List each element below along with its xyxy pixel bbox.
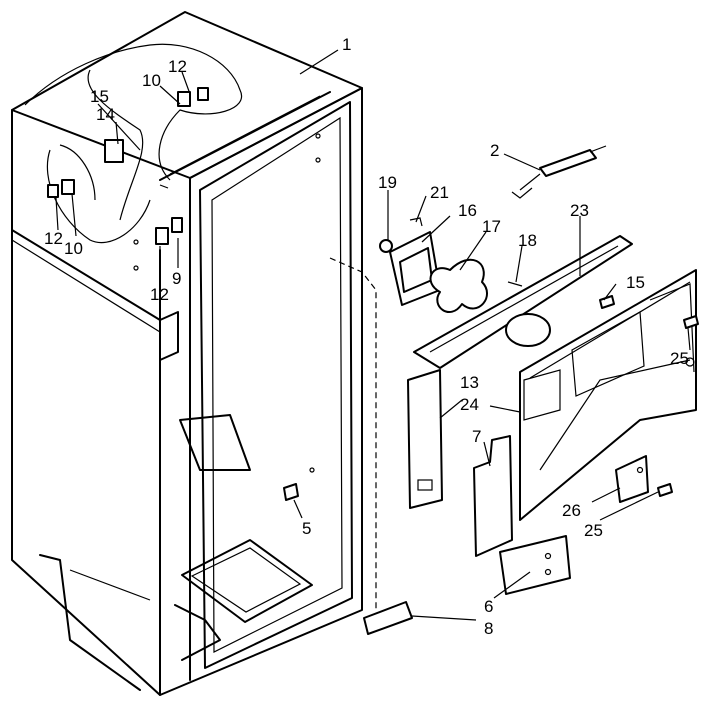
- cabinet-liner: [11, 11, 363, 696]
- callout-2: 2: [490, 141, 499, 160]
- rear-panel: [519, 269, 697, 521]
- callout-16: 16: [458, 201, 477, 220]
- callout-13: 13: [460, 373, 479, 392]
- callout-12-bottom: 12: [150, 285, 169, 304]
- callout-labels: 1 2 5 6 7 8 9 10 10 12 12 12 13 14 15 15…: [44, 35, 689, 638]
- fan-motor-assembly: [379, 217, 523, 313]
- callout-10-top: 10: [142, 71, 161, 90]
- leader-lines: [55, 49, 691, 621]
- callout-25-top: 25: [670, 349, 689, 368]
- callout-6: 6: [484, 597, 493, 616]
- callout-23: 23: [570, 201, 589, 220]
- callout-12-left: 12: [44, 229, 63, 248]
- callout-15-right: 15: [626, 273, 645, 292]
- callout-14: 14: [96, 105, 115, 124]
- callout-18: 18: [518, 231, 537, 250]
- callout-1: 1: [342, 35, 351, 54]
- air-duct-assembly: [413, 235, 633, 369]
- wire-harness-part: [511, 145, 607, 199]
- callout-21: 21: [430, 183, 449, 202]
- callout-25-bottom: 25: [584, 521, 603, 540]
- callout-10-left: 10: [64, 239, 83, 258]
- callout-12-top: 12: [168, 57, 187, 76]
- callout-26: 26: [562, 501, 581, 520]
- callout-17: 17: [482, 217, 501, 236]
- callout-24: 24: [460, 395, 479, 414]
- brackets: [363, 295, 699, 635]
- callout-19: 19: [378, 173, 397, 192]
- callout-7: 7: [472, 427, 481, 446]
- callout-15-left: 15: [90, 87, 109, 106]
- callout-5: 5: [302, 519, 311, 538]
- callout-8: 8: [484, 619, 493, 638]
- assembly-guide-line: [329, 257, 377, 610]
- callout-9: 9: [172, 269, 181, 288]
